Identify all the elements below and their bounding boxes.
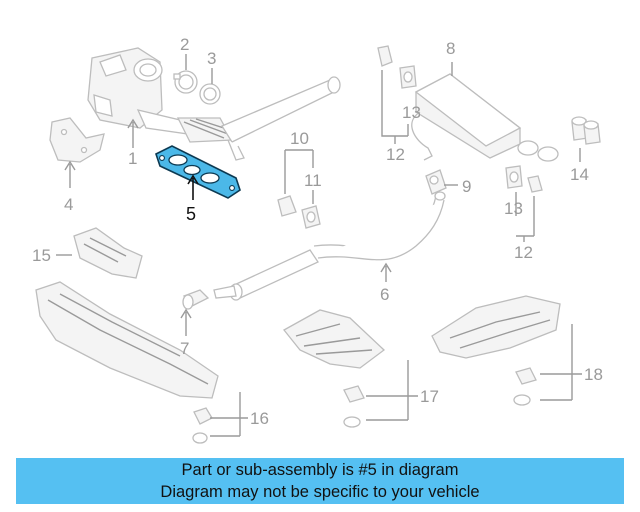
callout-11: 11 [304, 171, 322, 190]
leader-lines [56, 54, 582, 437]
center-muffler-pipe [213, 191, 446, 301]
callout-1: 1 [128, 149, 137, 168]
callout-5: 5 [186, 204, 196, 224]
info-banner: Part or sub-assembly is #5 in diagram Di… [16, 458, 624, 504]
banner-line-1: Part or sub-assembly is #5 in diagram [181, 461, 459, 479]
heat-shield-16 [35, 281, 219, 399]
nut-washer-16 [192, 407, 213, 444]
heat-shield-17 [283, 309, 386, 369]
gasket [199, 83, 221, 105]
callout-12-upper: 12 [386, 145, 405, 164]
heat-shield-18 [431, 295, 561, 359]
callout-4: 4 [64, 195, 73, 214]
callout-6: 6 [380, 285, 389, 304]
hanger-upper [377, 45, 417, 89]
bracket [49, 117, 105, 163]
pipe-connector [182, 289, 210, 310]
callout-13-lower: 13 [504, 199, 523, 218]
callout-17: 17 [420, 387, 439, 406]
manifold-gasket-highlighted [155, 145, 241, 199]
hanger-9 [425, 169, 447, 195]
front-pipe [221, 76, 341, 161]
callout-12-lower: 12 [514, 243, 533, 262]
callout-13-upper: 13 [402, 103, 421, 122]
callout-8: 8 [446, 39, 455, 58]
hanger-lower [505, 165, 543, 193]
banner-line-2: Diagram may not be specific to your vehi… [160, 483, 480, 501]
callout-7: 7 [180, 339, 189, 358]
callout-9: 9 [462, 177, 471, 196]
clamp [173, 70, 198, 94]
rear-muffler [411, 73, 559, 162]
callout-15: 15 [32, 246, 51, 265]
bracket-10 [277, 195, 297, 217]
callout-3: 3 [207, 49, 216, 68]
heat-shield-15 [73, 227, 143, 279]
callout-labels: 1 2 3 4 5 6 7 8 9 10 11 12 12 13 13 14 1… [32, 35, 603, 428]
callout-14: 14 [570, 165, 589, 184]
insulator-11 [301, 205, 321, 229]
callout-2: 2 [180, 35, 189, 54]
nut-washer-17 [343, 385, 365, 428]
catalytic-converter [87, 47, 234, 143]
callout-18: 18 [584, 365, 603, 384]
exhaust-parts-diagram: 1 2 3 4 5 6 7 8 9 10 11 12 12 13 13 14 1… [32, 35, 603, 444]
tail-pipe-tips [571, 116, 601, 145]
callout-16: 16 [250, 409, 269, 428]
callout-10: 10 [290, 129, 309, 148]
nut-washer-18 [513, 367, 537, 406]
